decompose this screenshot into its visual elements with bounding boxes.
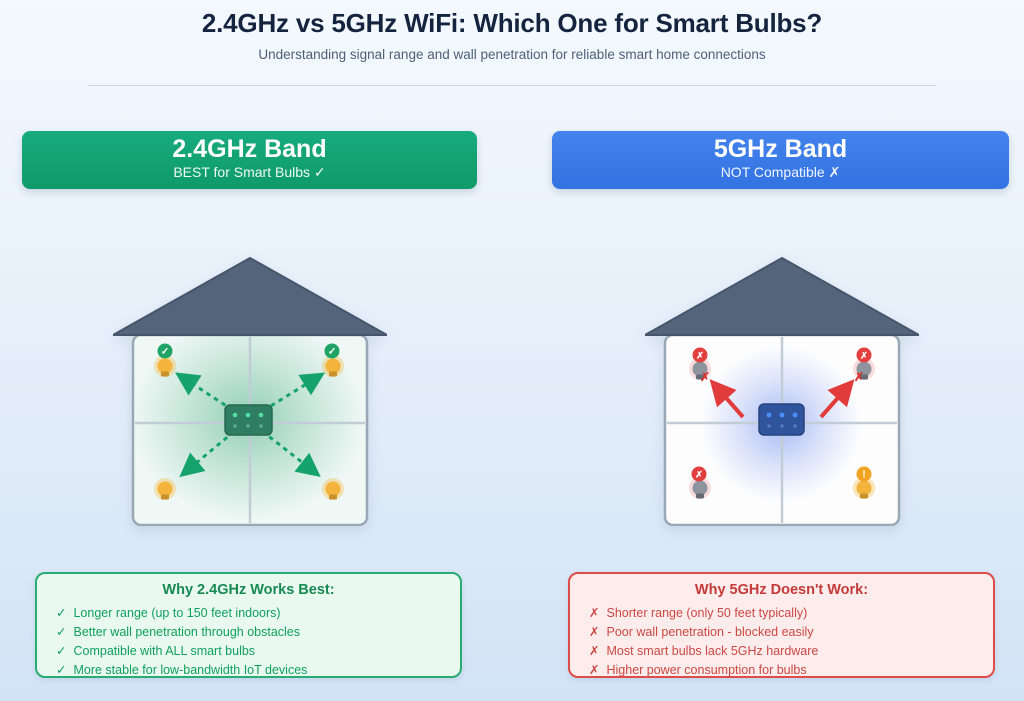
list-item: ✓ More stable for low-bandwidth IoT devic…	[56, 661, 460, 680]
house-24ghz-svg: ✓ ✓	[112, 257, 388, 527]
list-item-text: More stable for low-bandwidth IoT device…	[73, 663, 308, 677]
check-bullet: ✓	[56, 606, 67, 620]
check-badge-top-right: ✓	[324, 343, 340, 359]
list-item: ✓ Longer range (up to 150 feet indoors)	[56, 604, 460, 623]
list-item: ✗ Poor wall penetration - blocked easily	[589, 623, 993, 642]
bulb-icon-bottom-right	[322, 478, 344, 500]
list-item-text: Better wall penetration through obstacle…	[73, 625, 301, 639]
router-icon-5ghz	[758, 403, 805, 436]
check-bullet: ✓	[56, 663, 67, 677]
why-24ghz-title: Why 2.4GHz Works Best:	[162, 582, 335, 598]
page-subtitle: Understanding signal range and wall pene…	[258, 47, 766, 62]
house-5ghz-diagram: ✗ ✗ ✗ ✗ ✗ !	[644, 256, 920, 527]
header-divider	[88, 85, 936, 86]
list-item: ✗ Shorter range (only 50 feet typically)	[589, 604, 993, 623]
bulb-icon-top-right-offline	[853, 358, 875, 380]
bulb-icon-top-right	[322, 355, 344, 377]
check-icon: ✓	[161, 347, 169, 358]
roof	[112, 257, 388, 336]
house-5ghz-svg: ✗ ✗ ✗ ✗ ✗ !	[644, 257, 920, 527]
roof	[644, 257, 920, 336]
bulb-icon-bottom-left	[154, 478, 176, 500]
page-title: 2.4GHz vs 5GHz WiFi: Which One for Smart…	[201, 8, 823, 38]
warning-icon: !	[862, 470, 865, 481]
list-item-text: Compatible with ALL smart bulbs	[73, 644, 256, 658]
band-5ghz-title: 5GHz Band	[713, 135, 848, 163]
band-5ghz-subtitle: NOT Compatible ✗	[720, 164, 841, 180]
router-icon-24ghz	[224, 404, 273, 436]
check-badge-top-left: ✓	[157, 343, 173, 359]
bulb-icon-top-left	[154, 355, 176, 377]
why-24ghz-box: Why 2.4GHz Works Best: ✓ Longer range (up…	[35, 572, 462, 678]
warning-badge-bottom-right: !	[856, 466, 872, 482]
list-item-text: Higher power consumption for bulbs	[606, 663, 807, 677]
list-item: ✓ Compatible with ALL smart bulbs	[56, 642, 460, 661]
list-item-text: Shorter range (only 50 feet typically)	[606, 606, 808, 620]
why-5ghz-box: Why 5GHz Doesn't Work: ✗ Shorter range (o…	[568, 572, 995, 678]
check-bullet: ✓	[56, 625, 67, 639]
cross-badge-top-right: ✗	[856, 347, 872, 363]
why-24ghz-list: ✓ Longer range (up to 150 feet indoors) ✓…	[37, 604, 460, 680]
house-24ghz-diagram: ✓ ✓	[112, 256, 388, 527]
bulb-icon-bottom-left-offline	[689, 477, 711, 499]
header: 2.4GHz vs 5GHz WiFi: Which One for Smart…	[0, 0, 1024, 62]
cross-bullet: ✗	[589, 663, 600, 677]
band-24ghz-title: 2.4GHz Band	[172, 135, 327, 163]
cross-bullet: ✗	[589, 606, 600, 620]
list-item-text: Poor wall penetration - blocked easily	[606, 625, 814, 639]
signal-arrows-24ghz	[174, 372, 326, 478]
why-5ghz-title: Why 5GHz Doesn't Work:	[694, 582, 869, 598]
cross-badge-top-left: ✗	[692, 347, 708, 363]
why-5ghz-list: ✗Shorter range (only 50 feet typically) …	[570, 604, 993, 680]
cross-icon: ✗	[695, 470, 703, 480]
list-item: ✗ Higher power consumption for bulbs	[589, 661, 993, 680]
list-item: ✓ Better wall penetration through obstacl…	[56, 623, 460, 642]
blocked-x-icon-right: ✗	[854, 370, 864, 384]
cross-icon: ✗	[696, 351, 704, 361]
cross-badge-bottom-left: ✗	[691, 466, 707, 482]
bulb-icon-top-left-offline	[689, 358, 711, 380]
cross-bullet: ✗	[589, 625, 600, 639]
blocked-x-icon-left: ✗	[700, 370, 710, 384]
list-item-text: Longer range (up to 150 feet indoors)	[73, 606, 281, 620]
check-bullet: ✓	[56, 644, 67, 658]
band-24ghz-banner: 2.4GHz Band BEST for Smart Bulbs ✓	[22, 131, 477, 189]
cross-bullet: ✗	[589, 644, 600, 658]
list-item-text: Most smart bulbs lack 5GHz hardware	[606, 644, 819, 658]
check-icon: ✓	[328, 347, 336, 358]
band-24ghz-subtitle: BEST for Smart Bulbs ✓	[173, 164, 326, 180]
signal-arrows-5ghz-blocked	[709, 379, 855, 419]
cross-icon: ✗	[860, 351, 868, 361]
bulb-icon-bottom-right-warning	[853, 477, 875, 499]
band-5ghz-banner: 5GHz Band NOT Compatible ✗	[552, 131, 1009, 189]
list-item: ✗ Most smart bulbs lack 5GHz hardware	[589, 642, 993, 661]
